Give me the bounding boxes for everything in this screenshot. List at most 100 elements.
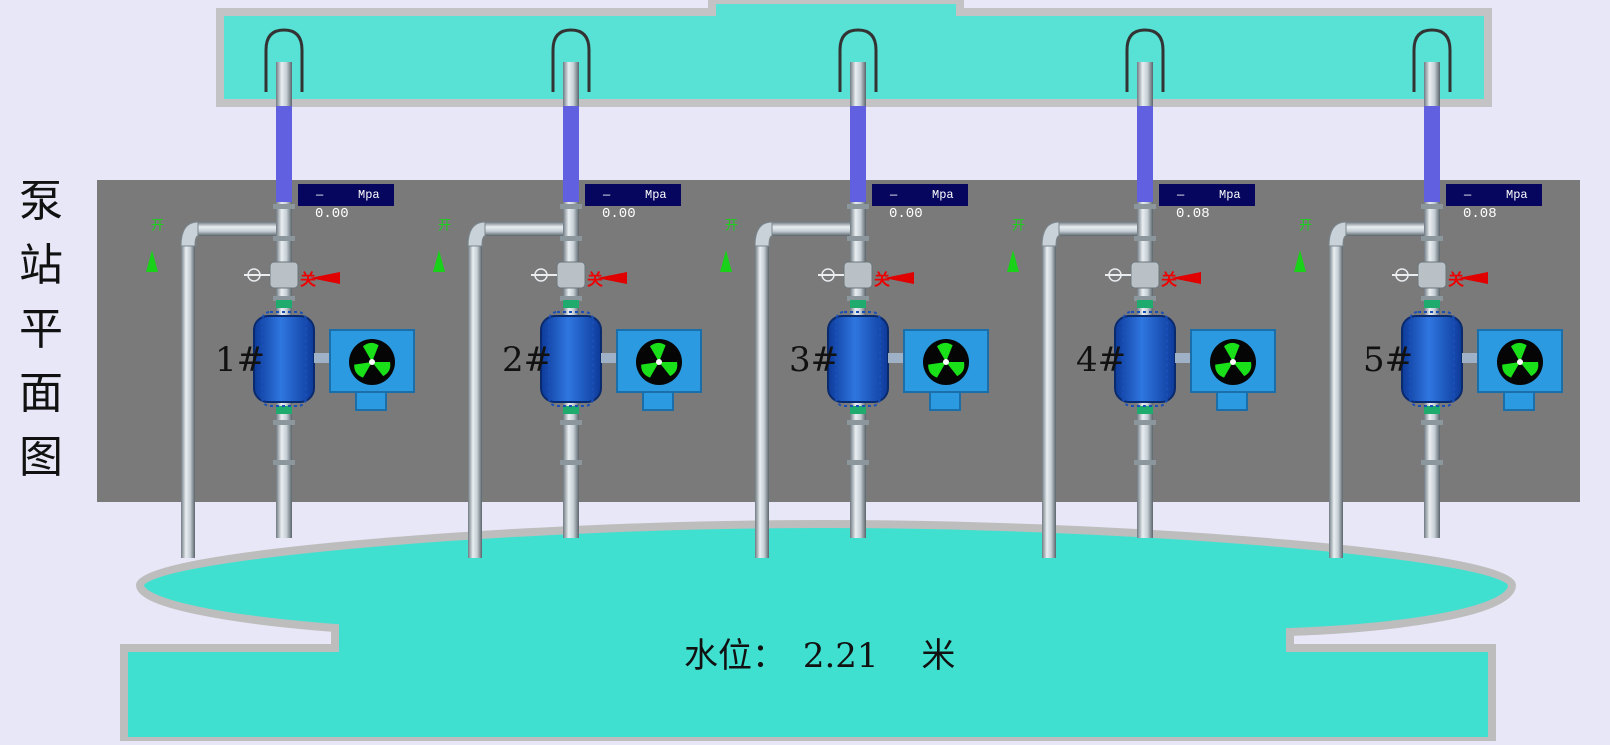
pipe-flange xyxy=(1134,236,1156,241)
fan-hub xyxy=(1517,359,1523,365)
flow-column xyxy=(1137,106,1153,202)
pressure-value-2: 0.00 xyxy=(602,206,636,222)
gate-valve xyxy=(843,261,873,289)
bypass-pipe xyxy=(181,240,195,558)
pressure-value-1: 0.00 xyxy=(315,206,349,222)
fan-hub xyxy=(369,359,375,365)
open-text: 开 xyxy=(1009,218,1024,231)
coupling-green xyxy=(276,300,292,308)
pipe-flange xyxy=(1421,204,1443,209)
fan-hub xyxy=(943,359,949,365)
pressure-unit: Mpa xyxy=(358,188,380,202)
fan-blade xyxy=(946,362,965,377)
coupling-green xyxy=(850,300,866,308)
pump-label-5: 5# xyxy=(1363,340,1414,380)
valve-open-indicator-3[interactable]: 开 xyxy=(712,218,737,278)
gate-valve xyxy=(1417,261,1447,289)
elbow-joint xyxy=(754,221,773,247)
pressure-box-3: — Mpa xyxy=(872,184,968,206)
pipe-flange xyxy=(1421,236,1443,241)
valve-handwheel xyxy=(534,268,548,282)
coupling-green xyxy=(276,406,292,414)
discharge-pipe-top xyxy=(563,62,579,106)
station-plan-title: 泵 站 平 面 图 xyxy=(18,170,64,490)
coupling-green xyxy=(563,406,579,414)
fan-blade xyxy=(354,362,372,378)
valve-open-indicator-1[interactable]: 开 xyxy=(138,218,163,278)
pipe-flange xyxy=(847,296,869,301)
flow-column xyxy=(850,106,866,202)
pressure-value-5: 0.08 xyxy=(1463,206,1497,222)
pipe-flange xyxy=(1421,420,1443,425)
valve-open-indicator-4[interactable]: 开 xyxy=(999,218,1024,278)
close-arrow xyxy=(597,272,627,284)
coupling-green xyxy=(563,300,579,308)
valve-handwheel xyxy=(1108,268,1122,282)
elbow-joint xyxy=(180,221,199,247)
pipe-flange xyxy=(273,420,295,425)
bypass-pipe xyxy=(468,240,482,558)
pipe-flange xyxy=(1134,460,1156,465)
pressure-dash: — xyxy=(603,188,611,202)
pump-shaft xyxy=(1462,353,1478,363)
fan-blade xyxy=(1502,362,1520,378)
coupling-green xyxy=(1424,300,1440,308)
pressure-dash: — xyxy=(316,188,324,202)
pipe-flange xyxy=(273,460,295,465)
close-text: 关 xyxy=(300,270,317,289)
open-text: 开 xyxy=(148,218,163,231)
valve-open-indicator-5[interactable]: 开 xyxy=(1286,218,1311,278)
valve-close-indicator-1[interactable]: 关 xyxy=(300,266,316,290)
motor-base xyxy=(1503,391,1535,411)
pipe-flange xyxy=(560,204,582,209)
bypass-elbow-pipe xyxy=(194,222,276,236)
pump-flange-bolts xyxy=(261,311,307,407)
pipe-flange xyxy=(847,420,869,425)
siphon-hood xyxy=(551,28,591,92)
pipe-flange xyxy=(847,236,869,241)
valve-close-indicator-2[interactable]: 关 xyxy=(587,266,603,290)
pressure-box-2: — Mpa xyxy=(585,184,681,206)
valve-close-indicator-3[interactable]: 关 xyxy=(874,266,890,290)
coupling-green xyxy=(1137,300,1153,308)
pump-flange-bolts xyxy=(1409,311,1455,407)
bypass-elbow-pipe xyxy=(1055,222,1137,236)
gate-valve xyxy=(269,261,299,289)
coupling-green xyxy=(850,406,866,414)
flow-column xyxy=(276,106,292,202)
fan-blade xyxy=(1511,342,1527,362)
elbow-joint xyxy=(467,221,486,247)
title-char: 泵 xyxy=(19,176,63,227)
discharge-pipe-top xyxy=(276,62,292,106)
title-char: 平 xyxy=(19,304,63,355)
close-text: 关 xyxy=(874,270,891,289)
valve-handwheel xyxy=(1395,268,1409,282)
pipe-flange xyxy=(273,296,295,301)
close-arrow xyxy=(884,272,914,284)
pressure-dash: — xyxy=(1177,188,1185,202)
pressure-dash: — xyxy=(890,188,898,202)
close-text: 关 xyxy=(1161,270,1178,289)
valve-close-indicator-5[interactable]: 关 xyxy=(1448,266,1464,290)
fan-hub xyxy=(656,359,662,365)
pump-assembly-5 xyxy=(1294,28,1563,558)
valve-close-indicator-4[interactable]: 关 xyxy=(1161,266,1177,290)
valve-open-indicator-2[interactable]: 开 xyxy=(425,218,450,278)
fan-blade xyxy=(1520,362,1539,377)
bypass-pipe xyxy=(1329,240,1343,558)
pipe-flange xyxy=(1134,204,1156,209)
water-level-value: 2.21 xyxy=(802,636,879,676)
fan-blade xyxy=(928,362,946,378)
close-arrow xyxy=(310,272,340,284)
elbow-joint xyxy=(1041,221,1060,247)
pump-flange-bolts xyxy=(548,311,594,407)
pressure-unit: Mpa xyxy=(1506,188,1528,202)
pipe-flange xyxy=(560,460,582,465)
pump-shaft xyxy=(601,353,617,363)
water-level-unit: 米 xyxy=(921,636,956,676)
close-text: 关 xyxy=(1448,270,1465,289)
pipe-flange xyxy=(560,420,582,425)
close-arrow xyxy=(1171,272,1201,284)
pipe-flange xyxy=(1421,296,1443,301)
